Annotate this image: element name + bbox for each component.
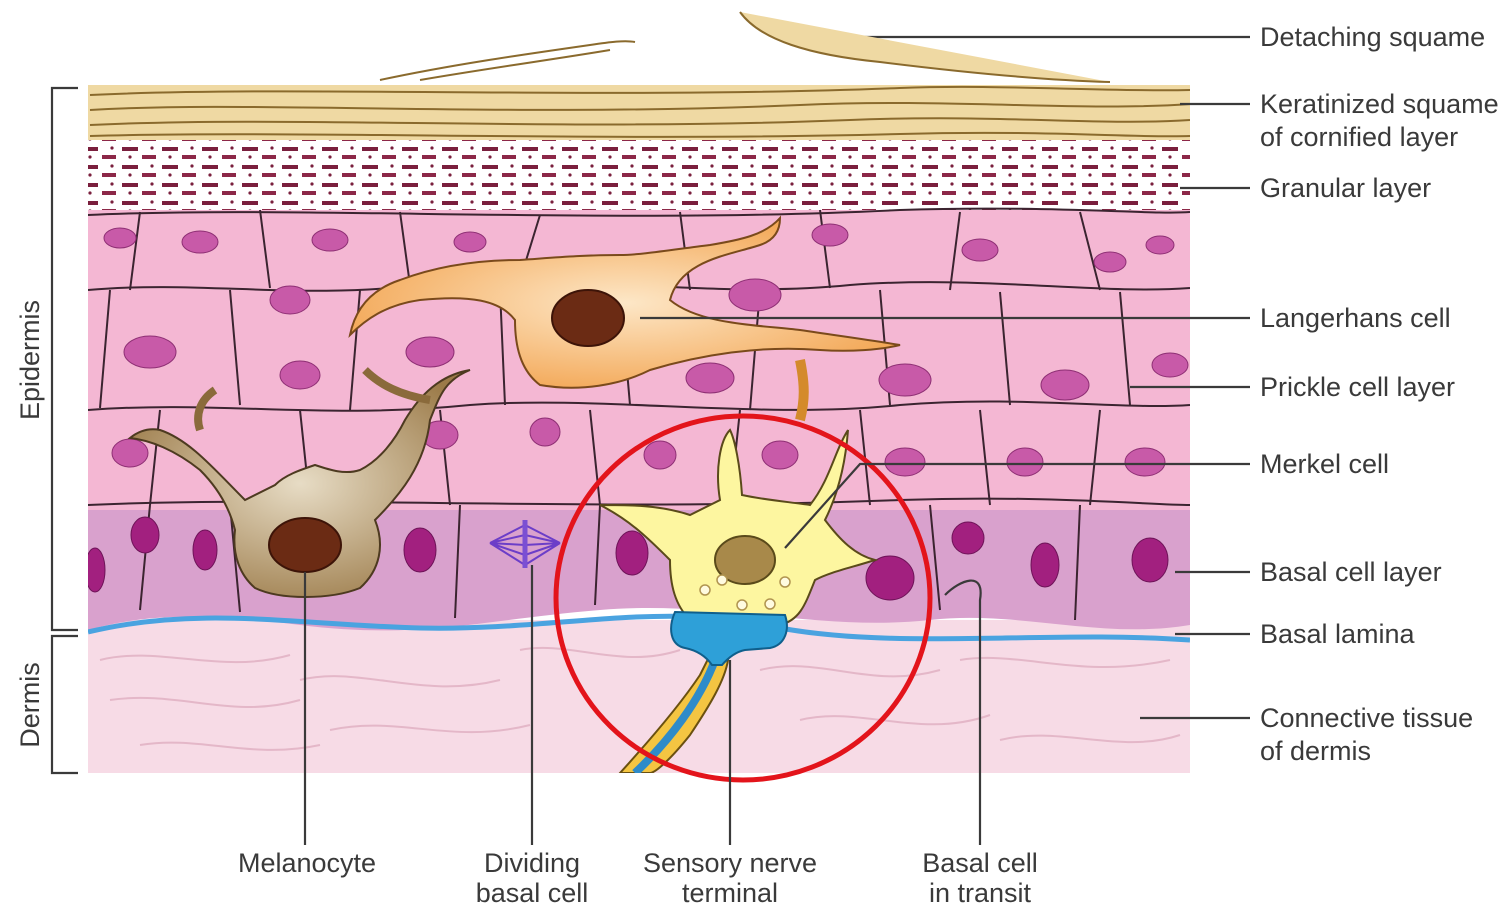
label-keratinized-line2: of cornified layer	[1260, 122, 1458, 152]
label-sensory-line2: terminal	[682, 878, 778, 906]
label-langerhans-cell: Langerhans cell	[1260, 303, 1451, 333]
brackets	[52, 88, 78, 773]
label-prickle-cell-layer: Prickle cell layer	[1260, 372, 1455, 402]
label-granular-layer: Granular layer	[1260, 173, 1431, 203]
tissue-layers	[85, 85, 1190, 773]
epidermis-label: Epidermis	[15, 300, 45, 420]
label-dividing-line1: Dividing	[484, 848, 580, 878]
label-merkel-cell: Merkel cell	[1260, 449, 1389, 479]
label-detaching-squame: Detaching squame	[1260, 22, 1485, 52]
label-basal-transit-line2: in transit	[929, 878, 1032, 906]
dermis-bracket	[52, 636, 78, 773]
granular-layer-band	[88, 135, 1190, 210]
langerhans-nucleus	[552, 290, 624, 346]
bottom-labels: Melanocyte Dividing basal cell Sensory n…	[238, 848, 1038, 906]
label-dividing-line2: basal cell	[476, 878, 589, 906]
dermis-label: Dermis	[15, 662, 45, 748]
melanocyte-nucleus	[269, 518, 341, 572]
label-basal-cell-layer: Basal cell layer	[1260, 557, 1442, 587]
right-labels: Detaching squame Keratinized squame of c…	[1260, 22, 1499, 766]
epidermis-bracket	[52, 88, 78, 630]
label-keratinized-line1: Keratinized squame	[1260, 89, 1499, 119]
label-melanocyte: Melanocyte	[238, 848, 376, 878]
detaching-squame	[380, 12, 1110, 82]
label-connective-line1: Connective tissue	[1260, 703, 1473, 733]
label-sensory-line1: Sensory nerve	[643, 848, 817, 878]
label-connective-line2: of dermis	[1260, 736, 1371, 766]
label-basal-lamina: Basal lamina	[1260, 619, 1416, 649]
label-basal-transit-line1: Basal cell	[922, 848, 1038, 878]
